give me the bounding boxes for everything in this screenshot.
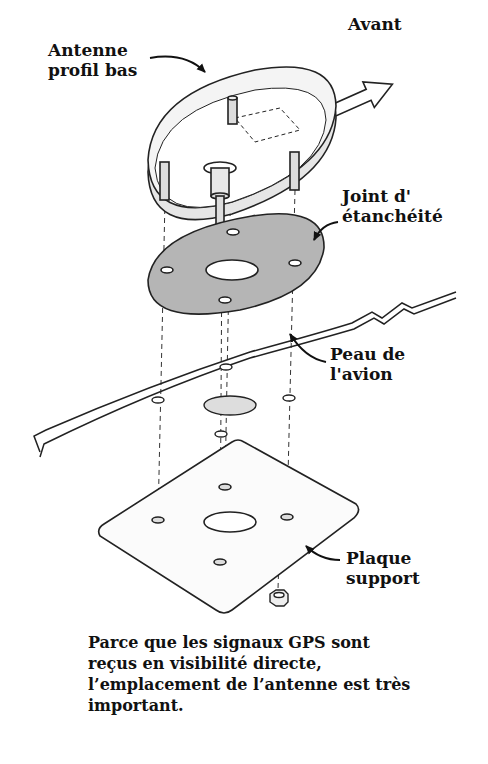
part-label: Plaque support: [346, 548, 466, 588]
nut: [270, 590, 288, 606]
direction-label: Avant: [348, 14, 448, 34]
washers: [152, 364, 295, 437]
leader-arrows: [150, 57, 340, 560]
antenna: [148, 67, 336, 230]
aircraft-skin: [34, 292, 456, 457]
caption: Parce que les signaux GPS sont reçus en …: [88, 632, 418, 716]
part-label: Antenne profil bas: [48, 40, 152, 80]
part-label: Peau de l'avion: [330, 344, 450, 384]
backing-plate: [99, 440, 359, 613]
part-label: Joint d' étanchéité: [342, 186, 470, 226]
gasket: [148, 214, 324, 314]
